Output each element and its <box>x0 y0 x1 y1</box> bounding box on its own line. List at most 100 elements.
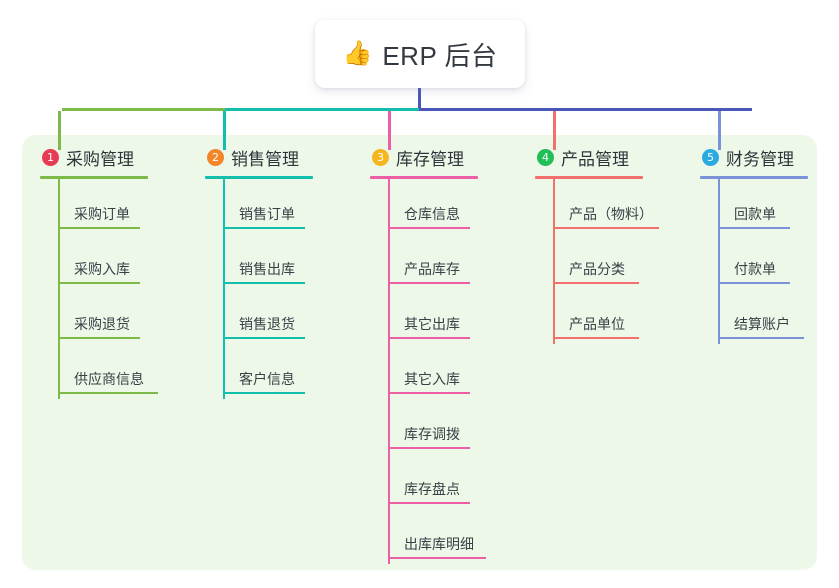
leaf-item-rule <box>388 392 470 394</box>
leaf-item-label: 出库库明细 <box>404 536 474 552</box>
leaf-item-rule <box>223 282 305 284</box>
branch-header-3[interactable]: 3 库存管理 <box>370 145 478 169</box>
branch-title-5: 财务管理 <box>726 149 794 169</box>
branch-column-1: 1 采购管理采购订单采购入库采购退货供应商信息 <box>40 145 158 399</box>
leaf-item-label: 结算账户 <box>734 316 790 332</box>
leaf-item-label: 销售出库 <box>239 261 295 277</box>
branch-header-rule-2 <box>205 176 313 179</box>
leaf-item-label: 仓库信息 <box>404 206 460 222</box>
leaf-item-label: 回款单 <box>734 206 776 222</box>
branch-header-1[interactable]: 1 采购管理 <box>40 145 148 169</box>
branch-number-badge-4: 4 <box>537 148 554 166</box>
branch-items-5: 回款单付款单结算账户 <box>700 179 808 344</box>
leaf-item[interactable]: 仓库信息 <box>370 179 478 234</box>
diagram-panel <box>22 135 817 570</box>
leaf-item-rule <box>223 337 305 339</box>
leaf-item-label: 产品库存 <box>404 261 460 277</box>
branch-items-1: 采购订单采购入库采购退货供应商信息 <box>40 179 158 399</box>
leaf-item[interactable]: 销售出库 <box>205 234 313 289</box>
leaf-item-label: 客户信息 <box>239 371 295 387</box>
leaf-item-label: 供应商信息 <box>74 371 144 387</box>
branch-header-5[interactable]: 5 财务管理 <box>700 145 808 169</box>
leaf-item[interactable]: 出库库明细 <box>370 509 486 564</box>
leaf-item-label: 产品分类 <box>569 261 625 277</box>
leaf-item-rule <box>553 337 639 339</box>
leaf-item-label: 库存调拨 <box>404 426 460 442</box>
leaf-item-rule <box>58 282 140 284</box>
leaf-item-rule <box>388 282 470 284</box>
leaf-item[interactable]: 产品单位 <box>535 289 643 344</box>
branch-title-3: 库存管理 <box>396 149 464 169</box>
leaf-item[interactable]: 销售退货 <box>205 289 313 344</box>
branch-drop-connector-2 <box>223 111 226 150</box>
branch-column-5: 5 财务管理回款单付款单结算账户 <box>700 145 808 344</box>
leaf-item[interactable]: 其它入库 <box>370 344 478 399</box>
bus-segment-3 <box>419 108 752 111</box>
leaf-item-label: 采购订单 <box>74 206 130 222</box>
root-node[interactable]: 👍 ERP 后台 <box>315 20 525 88</box>
branch-stem-1 <box>58 179 60 399</box>
branch-title-1: 采购管理 <box>66 149 134 169</box>
branch-stem-4 <box>553 179 555 344</box>
bus-segment-2 <box>225 108 419 111</box>
branch-items-3: 仓库信息产品库存其它出库其它入库库存调拨库存盘点出库库明细 <box>370 179 486 564</box>
leaf-item[interactable]: 库存调拨 <box>370 399 478 454</box>
leaf-item[interactable]: 库存盘点 <box>370 454 478 509</box>
leaf-item-rule <box>388 227 470 229</box>
leaf-item[interactable]: 采购订单 <box>40 179 148 234</box>
root-title: ERP 后台 <box>382 40 498 71</box>
branch-drop-connector-3 <box>388 111 391 150</box>
leaf-item[interactable]: 采购退货 <box>40 289 148 344</box>
leaf-item-label: 库存盘点 <box>404 481 460 497</box>
leaf-item-rule <box>388 447 470 449</box>
leaf-item[interactable]: 采购入库 <box>40 234 148 289</box>
leaf-item[interactable]: 产品（物料） <box>535 179 659 234</box>
leaf-item[interactable]: 产品分类 <box>535 234 643 289</box>
branch-number-badge-1: 1 <box>42 148 59 166</box>
leaf-item-rule <box>718 227 790 229</box>
leaf-item-label: 产品（物料） <box>569 206 653 222</box>
root-trunk-connector <box>418 86 421 110</box>
leaf-item-rule <box>718 337 804 339</box>
leaf-item[interactable]: 付款单 <box>700 234 808 289</box>
branch-column-4: 4 产品管理产品（物料） 产品分类产品单位 <box>535 145 659 344</box>
leaf-item-rule <box>388 557 486 559</box>
leaf-item-label: 销售退货 <box>239 316 295 332</box>
branch-number-badge-5: 5 <box>702 148 719 166</box>
branch-number-badge-3: 3 <box>372 148 389 166</box>
leaf-item[interactable]: 回款单 <box>700 179 808 234</box>
branch-header-rule-4 <box>535 176 643 179</box>
leaf-item[interactable]: 供应商信息 <box>40 344 158 399</box>
branch-items-2: 销售订单销售出库销售退货客户信息 <box>205 179 313 399</box>
branch-title-4: 产品管理 <box>561 149 629 169</box>
branch-header-rule-3 <box>370 176 478 179</box>
leaf-item[interactable]: 销售订单 <box>205 179 313 234</box>
branch-drop-connector-1 <box>58 111 61 150</box>
leaf-item[interactable]: 产品库存 <box>370 234 478 289</box>
leaf-item-rule <box>223 392 305 394</box>
leaf-item-rule <box>553 282 639 284</box>
leaf-item-label: 其它入库 <box>404 371 460 387</box>
branch-header-rule-1 <box>40 176 148 179</box>
branch-number-badge-2: 2 <box>207 148 224 166</box>
leaf-item[interactable]: 其它出库 <box>370 289 478 344</box>
branch-stem-2 <box>223 179 225 399</box>
branch-header-4[interactable]: 4 产品管理 <box>535 145 643 169</box>
branch-header-rule-5 <box>700 176 808 179</box>
leaf-item-rule <box>553 227 659 229</box>
leaf-item-label: 采购退货 <box>74 316 130 332</box>
leaf-item[interactable]: 结算账户 <box>700 289 808 344</box>
leaf-item-rule <box>718 282 790 284</box>
leaf-item-rule <box>58 227 140 229</box>
branch-items-4: 产品（物料） 产品分类产品单位 <box>535 179 659 344</box>
leaf-item-rule <box>58 337 140 339</box>
branch-drop-connector-5 <box>718 111 721 150</box>
leaf-item-rule <box>388 337 470 339</box>
branch-stem-3 <box>388 179 390 564</box>
leaf-item[interactable]: 客户信息 <box>205 344 313 399</box>
branch-drop-connector-4 <box>553 111 556 150</box>
branch-stem-5 <box>718 179 720 344</box>
thumbs-up-icon: 👍 <box>342 40 373 67</box>
